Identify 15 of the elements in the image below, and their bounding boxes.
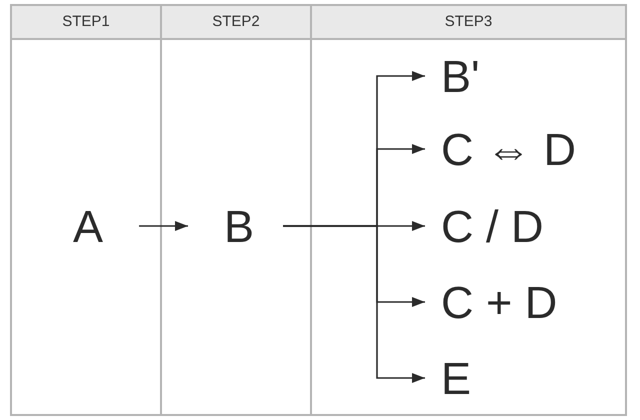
step-column [10,4,162,416]
term-label: C ⇔ D [441,126,576,172]
term-label: B' [441,54,480,98]
term-label: C / D [441,204,544,248]
arrow [139,221,188,231]
step-column [160,4,312,416]
arrow [283,225,425,383]
column-header: STEP2 [162,6,310,40]
step-column [310,4,627,416]
term-label: E [441,356,472,400]
column-header: STEP3 [312,6,625,40]
term-label: A [73,204,104,248]
column-header: STEP1 [12,6,160,40]
term-label: C + D [441,280,558,324]
term-label: B [224,204,254,248]
